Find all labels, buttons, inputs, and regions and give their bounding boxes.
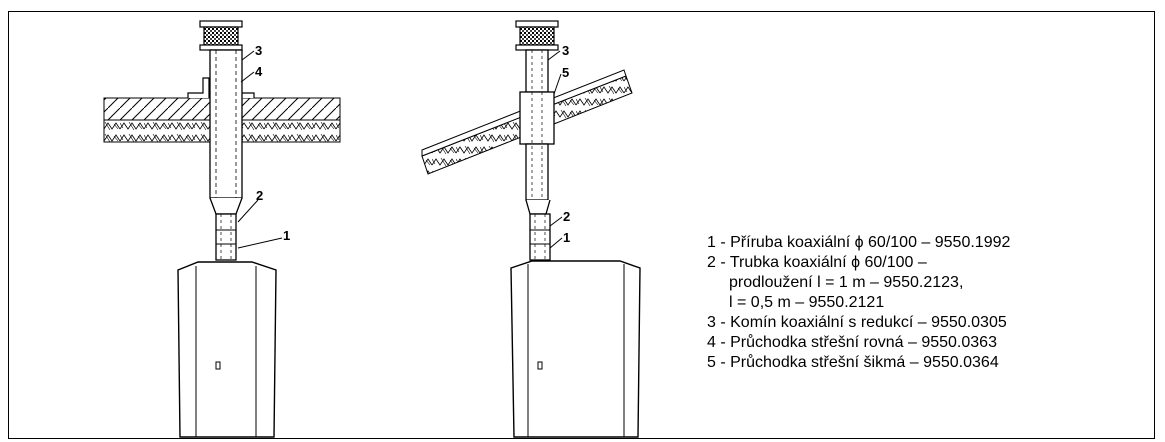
sloped-roof-installation: 3 5 2 1 bbox=[421, 20, 641, 438]
callout-1-flat: 1 bbox=[283, 228, 290, 243]
boiler-icon bbox=[177, 261, 277, 438]
legend-item-2-line-2: prodloužení l = 1 m – 9550.2123, bbox=[729, 274, 964, 291]
legend-item-1: 1 - Příruba koaxiální ϕ 60/100 – 9550.19… bbox=[707, 233, 1152, 253]
callout-3-sloped: 3 bbox=[562, 43, 569, 58]
chimney-cap-icon bbox=[515, 20, 559, 51]
legend-item-5: 5 - Průchodka střešní šikmá – 9550.0364 bbox=[707, 353, 1152, 373]
legend-item-5-line: 5 - Průchodka střešní šikmá – 9550.0364 bbox=[707, 354, 999, 371]
legend-item-1-line: 1 - Příruba koaxiální ϕ 60/100 – 9550.19… bbox=[707, 234, 1011, 251]
callout-4-flat: 4 bbox=[255, 64, 263, 79]
callout-5-sloped: 5 bbox=[562, 65, 569, 80]
legend-item-4: 4 - Průchodka střešní rovná – 9550.0363 bbox=[707, 333, 1152, 353]
flat-roof-installation: 3 4 2 1 bbox=[103, 20, 341, 438]
legend-item-2-line-1: 2 - Trubka koaxiální ϕ 60/100 – bbox=[707, 254, 927, 271]
legend-item-3: 3 - Komín koaxiální s redukcí – 9550.030… bbox=[707, 313, 1152, 333]
callout-3-flat: 3 bbox=[255, 43, 262, 58]
flat-roof-flue-pipe bbox=[209, 49, 243, 261]
roof-section-icon bbox=[103, 97, 341, 143]
legend-item-4-line: 4 - Průchodka střešní rovná – 9550.0363 bbox=[707, 334, 997, 351]
callout-2-flat: 2 bbox=[256, 188, 263, 203]
sloped-roof-leaders bbox=[547, 50, 563, 249]
chimney-cap-icon bbox=[199, 20, 243, 51]
callout-2-sloped: 2 bbox=[563, 209, 570, 224]
callout-1-sloped: 1 bbox=[563, 230, 570, 245]
parts-legend: 1 - Příruba koaxiální ϕ 60/100 – 9550.19… bbox=[707, 233, 1152, 373]
boiler-icon bbox=[510, 260, 641, 438]
sloped-roof-flue-pipe bbox=[519, 49, 555, 261]
legend-item-2-line-3: l = 0,5 m – 9550.2121 bbox=[729, 294, 885, 311]
flat-roof-leaders bbox=[237, 50, 283, 249]
legend-item-3-line: 3 - Komín koaxiální s redukcí – 9550.030… bbox=[707, 314, 1007, 331]
legend-item-2: 2 - Trubka koaxiální ϕ 60/100 – prodlouž… bbox=[707, 253, 1152, 313]
